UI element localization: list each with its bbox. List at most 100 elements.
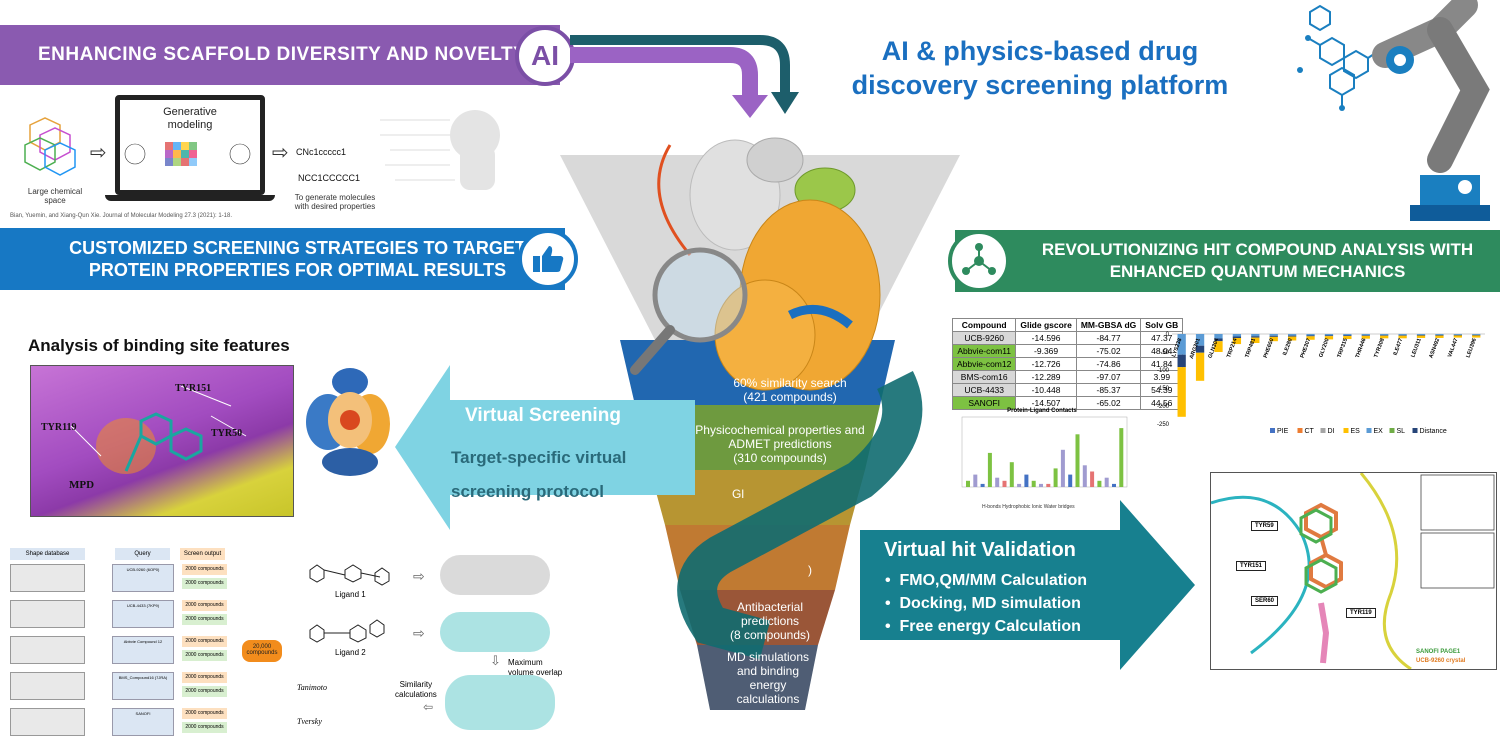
shape-database-box bbox=[10, 708, 85, 736]
energy-bar bbox=[1416, 334, 1426, 336]
y-tick-label: -100 bbox=[1157, 368, 1170, 374]
table-cell: Abbvie-com11 bbox=[951, 344, 1017, 358]
shape-database-box bbox=[10, 600, 85, 628]
output-box: 2000 compounds bbox=[182, 722, 227, 733]
table-cell: -14.596 bbox=[1015, 331, 1077, 345]
title-line-1: AI & physics-based drug bbox=[881, 36, 1199, 66]
neural-net-icon bbox=[124, 142, 251, 166]
scaffold-banner-text: ENHANCING SCAFFOLD DIVERSITY AND NOVELTY bbox=[38, 44, 527, 65]
ligand-1-label: Ligand 1 bbox=[335, 590, 366, 599]
scaffold-banner: ENHANCING SCAFFOLD DIVERSITY AND NOVELTY bbox=[0, 25, 560, 85]
table-cell: SANOFI bbox=[951, 396, 1017, 410]
caption-line: To generate molecules bbox=[294, 193, 376, 202]
contact-bar bbox=[1046, 483, 1051, 487]
smiles-2: NCC1CCCCC1 bbox=[298, 173, 361, 183]
energy-bar bbox=[1361, 334, 1370, 336]
tversky-label: Tversky bbox=[297, 717, 322, 726]
table-cell: -85.37 bbox=[1075, 383, 1142, 397]
stage-line: Physicochemical properties and bbox=[695, 423, 865, 437]
validation-arrow bbox=[860, 500, 1195, 670]
tanimoto-formula: Tanimoto bbox=[297, 683, 327, 692]
legend-swatch bbox=[1297, 428, 1303, 433]
ligand-2-surface bbox=[440, 612, 550, 652]
page-title: AI & physics-based drug discovery screen… bbox=[820, 34, 1260, 102]
energy-bar bbox=[1214, 341, 1223, 352]
category-label: TRP214 bbox=[1226, 337, 1239, 359]
caption-line: with desired properties bbox=[294, 202, 376, 211]
energy-bar bbox=[1453, 334, 1462, 335]
contact-bar bbox=[1053, 468, 1058, 487]
similarity-section: Ligand 1 ⇨ Ligand 2 ⇨ ⇩ Maximum volume o… bbox=[295, 550, 565, 740]
screening-banner-line-2: PROTEIN PROPERTIES FOR OPTIMAL RESULTS bbox=[88, 260, 507, 280]
stage-2-label: Physicochemical properties and ADMET pre… bbox=[670, 423, 890, 465]
funnel-ribbon bbox=[677, 371, 923, 660]
legend-label: ES bbox=[1351, 428, 1361, 435]
energy-bar bbox=[1453, 334, 1462, 336]
residue-label: TYR50 bbox=[211, 428, 243, 439]
validation-item-text: Docking, MD simulation bbox=[899, 595, 1081, 612]
hit-analysis-banner: REVOLUTIONIZING HIT COMPOUND ANALYSIS WI… bbox=[955, 230, 1500, 292]
funnel-stage-6 bbox=[697, 645, 818, 710]
legend-swatch bbox=[1343, 428, 1349, 433]
output-box: 2000 compounds bbox=[182, 600, 227, 611]
energy-bar bbox=[1195, 352, 1205, 381]
table-cell: 44.56 bbox=[1140, 396, 1184, 410]
energy-bar bbox=[1380, 335, 1389, 339]
energy-bar bbox=[1214, 338, 1223, 342]
category-label: TYR308 bbox=[1373, 338, 1386, 359]
virtual-screening-desc: Target-specific virtual screening protoc… bbox=[451, 441, 626, 509]
contact-bar bbox=[1009, 462, 1014, 487]
arrow-down-icon: ⇩ bbox=[490, 653, 501, 668]
contact-bar bbox=[995, 477, 1000, 487]
workflow-header: Screen output bbox=[180, 548, 225, 560]
laptop-icon: Generative modeling bbox=[115, 95, 265, 195]
ligand-2-structure bbox=[309, 619, 385, 643]
energy-bar bbox=[1361, 335, 1370, 336]
stage-line: ADMET predictions bbox=[728, 437, 832, 451]
energy-bar bbox=[1343, 335, 1352, 337]
shape-database-box bbox=[10, 564, 85, 592]
thumbs-up-icon bbox=[518, 229, 578, 289]
legend-swatch bbox=[1412, 428, 1418, 433]
workflow-header: Query bbox=[115, 548, 170, 560]
binding-analysis-title: Analysis of binding site features bbox=[28, 336, 290, 355]
hit-banner-line-2: ENHANCED QUANTUM MECHANICS bbox=[1109, 262, 1406, 281]
energy-bar bbox=[1232, 338, 1242, 345]
similarity-calc-label: Similarity calculations bbox=[395, 680, 437, 700]
category-label: LEU396 bbox=[1465, 338, 1478, 359]
energy-bar bbox=[1306, 336, 1315, 340]
protein-sphere-icon bbox=[306, 368, 390, 476]
validation-item: • Free energy Calculation bbox=[885, 618, 1081, 635]
stage-5-label: Antibacterial predictions (8 compounds) bbox=[720, 600, 820, 642]
energy-bar bbox=[1306, 334, 1315, 336]
overlap-line: Maximum bbox=[508, 658, 543, 667]
validation-item: • FMO,QM/MM Calculation bbox=[885, 572, 1088, 589]
energy-bar bbox=[1287, 336, 1297, 341]
validation-item: • Docking, MD simulation bbox=[885, 595, 1081, 612]
energy-bar bbox=[1324, 335, 1334, 337]
vs-desc-line: Target-specific virtual bbox=[451, 448, 627, 467]
contact-bar bbox=[1031, 480, 1036, 487]
table-cell: -10.448 bbox=[1015, 383, 1077, 397]
stage-line: predictions bbox=[740, 614, 800, 628]
contact-bar bbox=[987, 452, 992, 487]
output-box: 2000 compounds bbox=[182, 650, 227, 661]
screening-workflow: Shape database Query Screen output UCB-9… bbox=[0, 548, 290, 738]
query-box: BMS_Compound16 (7JRA) bbox=[112, 672, 174, 700]
energy-bar bbox=[1416, 334, 1426, 335]
ai-head-icon bbox=[380, 110, 500, 190]
category-label: TRP315 bbox=[1337, 338, 1350, 359]
ligand-label: MPD bbox=[69, 479, 95, 491]
similarity-line: calculations bbox=[395, 690, 437, 699]
virtual-screening-title: Virtual Screening bbox=[465, 405, 621, 426]
energy-bar bbox=[1232, 336, 1242, 339]
table-cell: -84.77 bbox=[1075, 331, 1142, 345]
table-cell: UCB-4433 bbox=[951, 383, 1017, 397]
